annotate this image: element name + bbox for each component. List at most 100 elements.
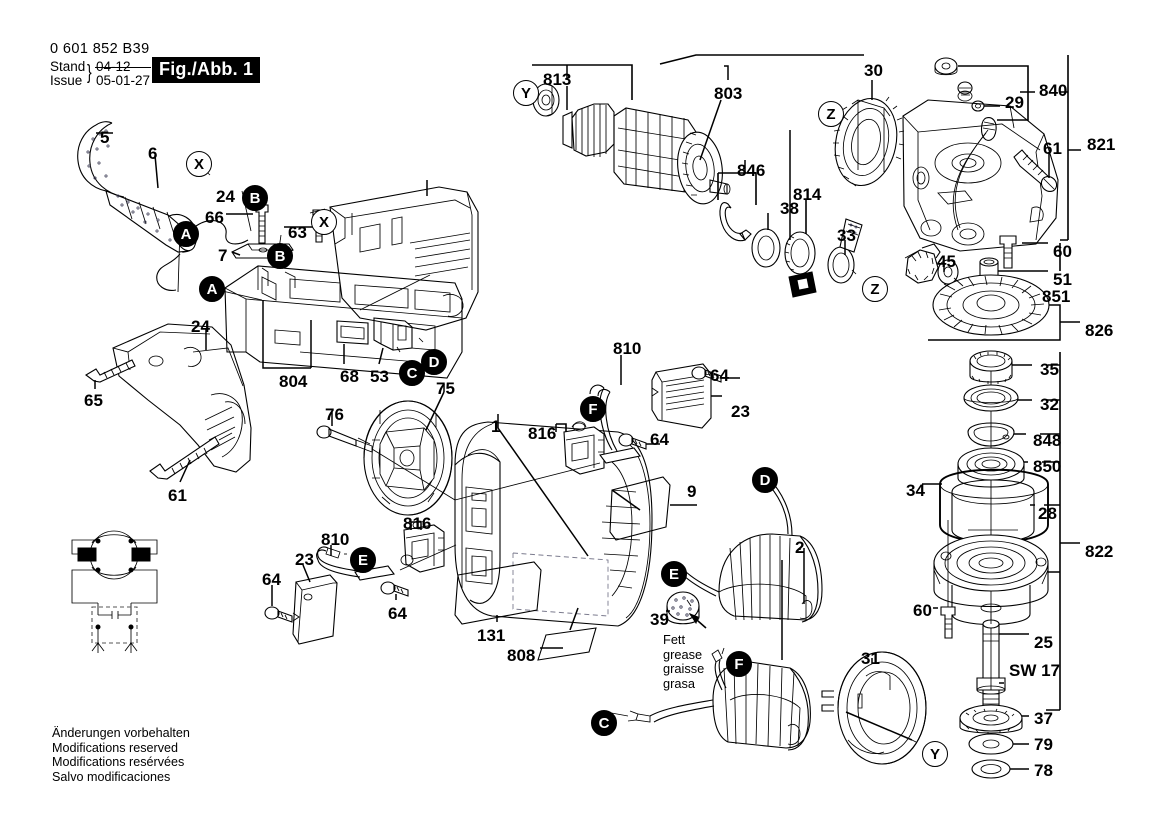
leader-45-tip <box>904 249 921 259</box>
bracket-822 <box>1040 352 1061 711</box>
part-label-61: 61 <box>168 486 187 505</box>
part-label-64: 64 <box>650 430 669 449</box>
leader-7 <box>231 251 241 256</box>
part-label-803: 803 <box>714 84 743 103</box>
part-label-816: 816 <box>403 514 432 533</box>
stand-value: 04-12 <box>94 60 152 74</box>
part-37-flange-nut <box>959 704 1023 734</box>
part-803-armature <box>562 103 731 205</box>
part-76-screw <box>316 425 373 453</box>
leader-53 <box>378 347 384 365</box>
part-label-7: 7 <box>218 246 228 265</box>
wiring-schematic-inset <box>71 530 158 653</box>
part-28-flange <box>951 479 1035 543</box>
part-24-housing-bottom <box>112 323 252 473</box>
part-68-contact-plate <box>336 320 369 345</box>
part-label-131: 131 <box>477 626 506 645</box>
figure-badge: Fig./Abb. 1 <box>152 57 261 83</box>
part-label-24: 24 <box>216 187 235 206</box>
part-38-washer <box>751 228 781 268</box>
part-label-78: 78 <box>1034 761 1053 780</box>
assembly-marker-e-10: E <box>350 547 376 573</box>
leader-y2 <box>911 739 917 743</box>
part-label-24: 24 <box>191 317 210 336</box>
part-label-5: 5 <box>100 128 110 147</box>
leader-6 <box>154 154 159 189</box>
part-label-45: 45 <box>937 252 956 271</box>
part-label-816: 816 <box>528 424 557 443</box>
part-64-screw-b <box>691 366 722 383</box>
part-821-gear-housing <box>902 99 1059 252</box>
assembly-marker-x-4: X <box>311 209 337 235</box>
grease-caption: Fett grease graisse grasa <box>663 632 705 691</box>
part-label-826: 826 <box>1085 321 1114 340</box>
leader-808-up <box>569 607 579 631</box>
bracket-821 <box>1060 55 1076 241</box>
part-label-75: 75 <box>436 379 455 398</box>
part-45-pinion <box>905 243 959 285</box>
part-label-850: 850 <box>1033 457 1062 476</box>
part-label-810: 810 <box>613 339 642 358</box>
grease-es: grasa <box>663 675 696 691</box>
leader-76-axis <box>371 448 456 501</box>
assembly-marker-z-16: Z <box>818 101 844 127</box>
part-label-38: 38 <box>780 199 799 218</box>
part-810-capacitor-lower <box>316 546 395 581</box>
part-23-cover-lower <box>292 574 338 645</box>
part-816-brush-holder-upper <box>563 421 605 475</box>
part-840-springs <box>957 81 973 102</box>
part-label-29: 29 <box>1005 93 1024 112</box>
grease-fr: graisse <box>663 661 705 677</box>
assembly-marker-y-15: Y <box>513 80 539 106</box>
part-78-washer <box>971 759 1011 779</box>
part-label-2: 2 <box>795 538 805 557</box>
part-31-rear-cover <box>821 651 927 765</box>
leader-d1 <box>418 337 424 343</box>
revision-block: Stand Issue } 04-12 05-01-27 <box>50 60 152 87</box>
part-label-64: 64 <box>388 604 407 623</box>
leader-1-inner <box>497 427 589 557</box>
part-61-housing-screw <box>1013 149 1058 193</box>
leader-816b-axis <box>399 544 457 571</box>
grease-arrowhead <box>688 612 699 625</box>
part-label-846: 846 <box>737 161 766 180</box>
part-label-61: 61 <box>1043 139 1062 158</box>
part-label-31: 31 <box>861 649 880 668</box>
part-848-circlip <box>967 422 1015 447</box>
leader-23b <box>302 564 311 583</box>
leader-24a-inner <box>359 274 431 311</box>
part-label-65: 65 <box>84 391 103 410</box>
part-804-switch-housing <box>224 265 463 379</box>
part-29-oring <box>971 100 985 112</box>
part-label-53: 53 <box>370 367 389 386</box>
part-label-6: 6 <box>148 144 158 163</box>
brace-glyph: } <box>87 61 92 84</box>
bracket-846 <box>717 172 757 205</box>
part-label-39: 39 <box>650 610 669 629</box>
assembly-marker-f-9: F <box>580 396 606 422</box>
assembly-marker-y-18: Y <box>922 741 948 767</box>
part-79-washer <box>968 733 1014 755</box>
leader-804-h <box>262 300 311 369</box>
part-label-23: 23 <box>295 550 314 569</box>
assembly-marker-z-17: Z <box>862 276 888 302</box>
part-label-840: 840 <box>1039 81 1068 100</box>
part-816-brush-holder-lower <box>400 520 445 573</box>
part-75-fan-cover <box>363 400 453 516</box>
part-66-screw <box>255 204 269 244</box>
part-24-housing-top <box>329 186 479 331</box>
part-label-848: 848 <box>1033 431 1062 450</box>
part-label-810: 810 <box>321 530 350 549</box>
assembly-marker-c-7: C <box>399 360 425 386</box>
wire-b-left <box>195 219 249 245</box>
part-label-804: 804 <box>279 372 308 391</box>
part-1-motor-housing <box>454 421 653 627</box>
assembly-marker-f-13: F <box>726 651 752 677</box>
leader-f2 <box>721 647 725 655</box>
part-39-grease <box>666 591 700 625</box>
assembly-marker-d-8: D <box>421 349 447 375</box>
assembly-marker-a-6: A <box>199 276 225 302</box>
leader-61a <box>179 459 191 483</box>
bracket-816b <box>410 521 421 530</box>
